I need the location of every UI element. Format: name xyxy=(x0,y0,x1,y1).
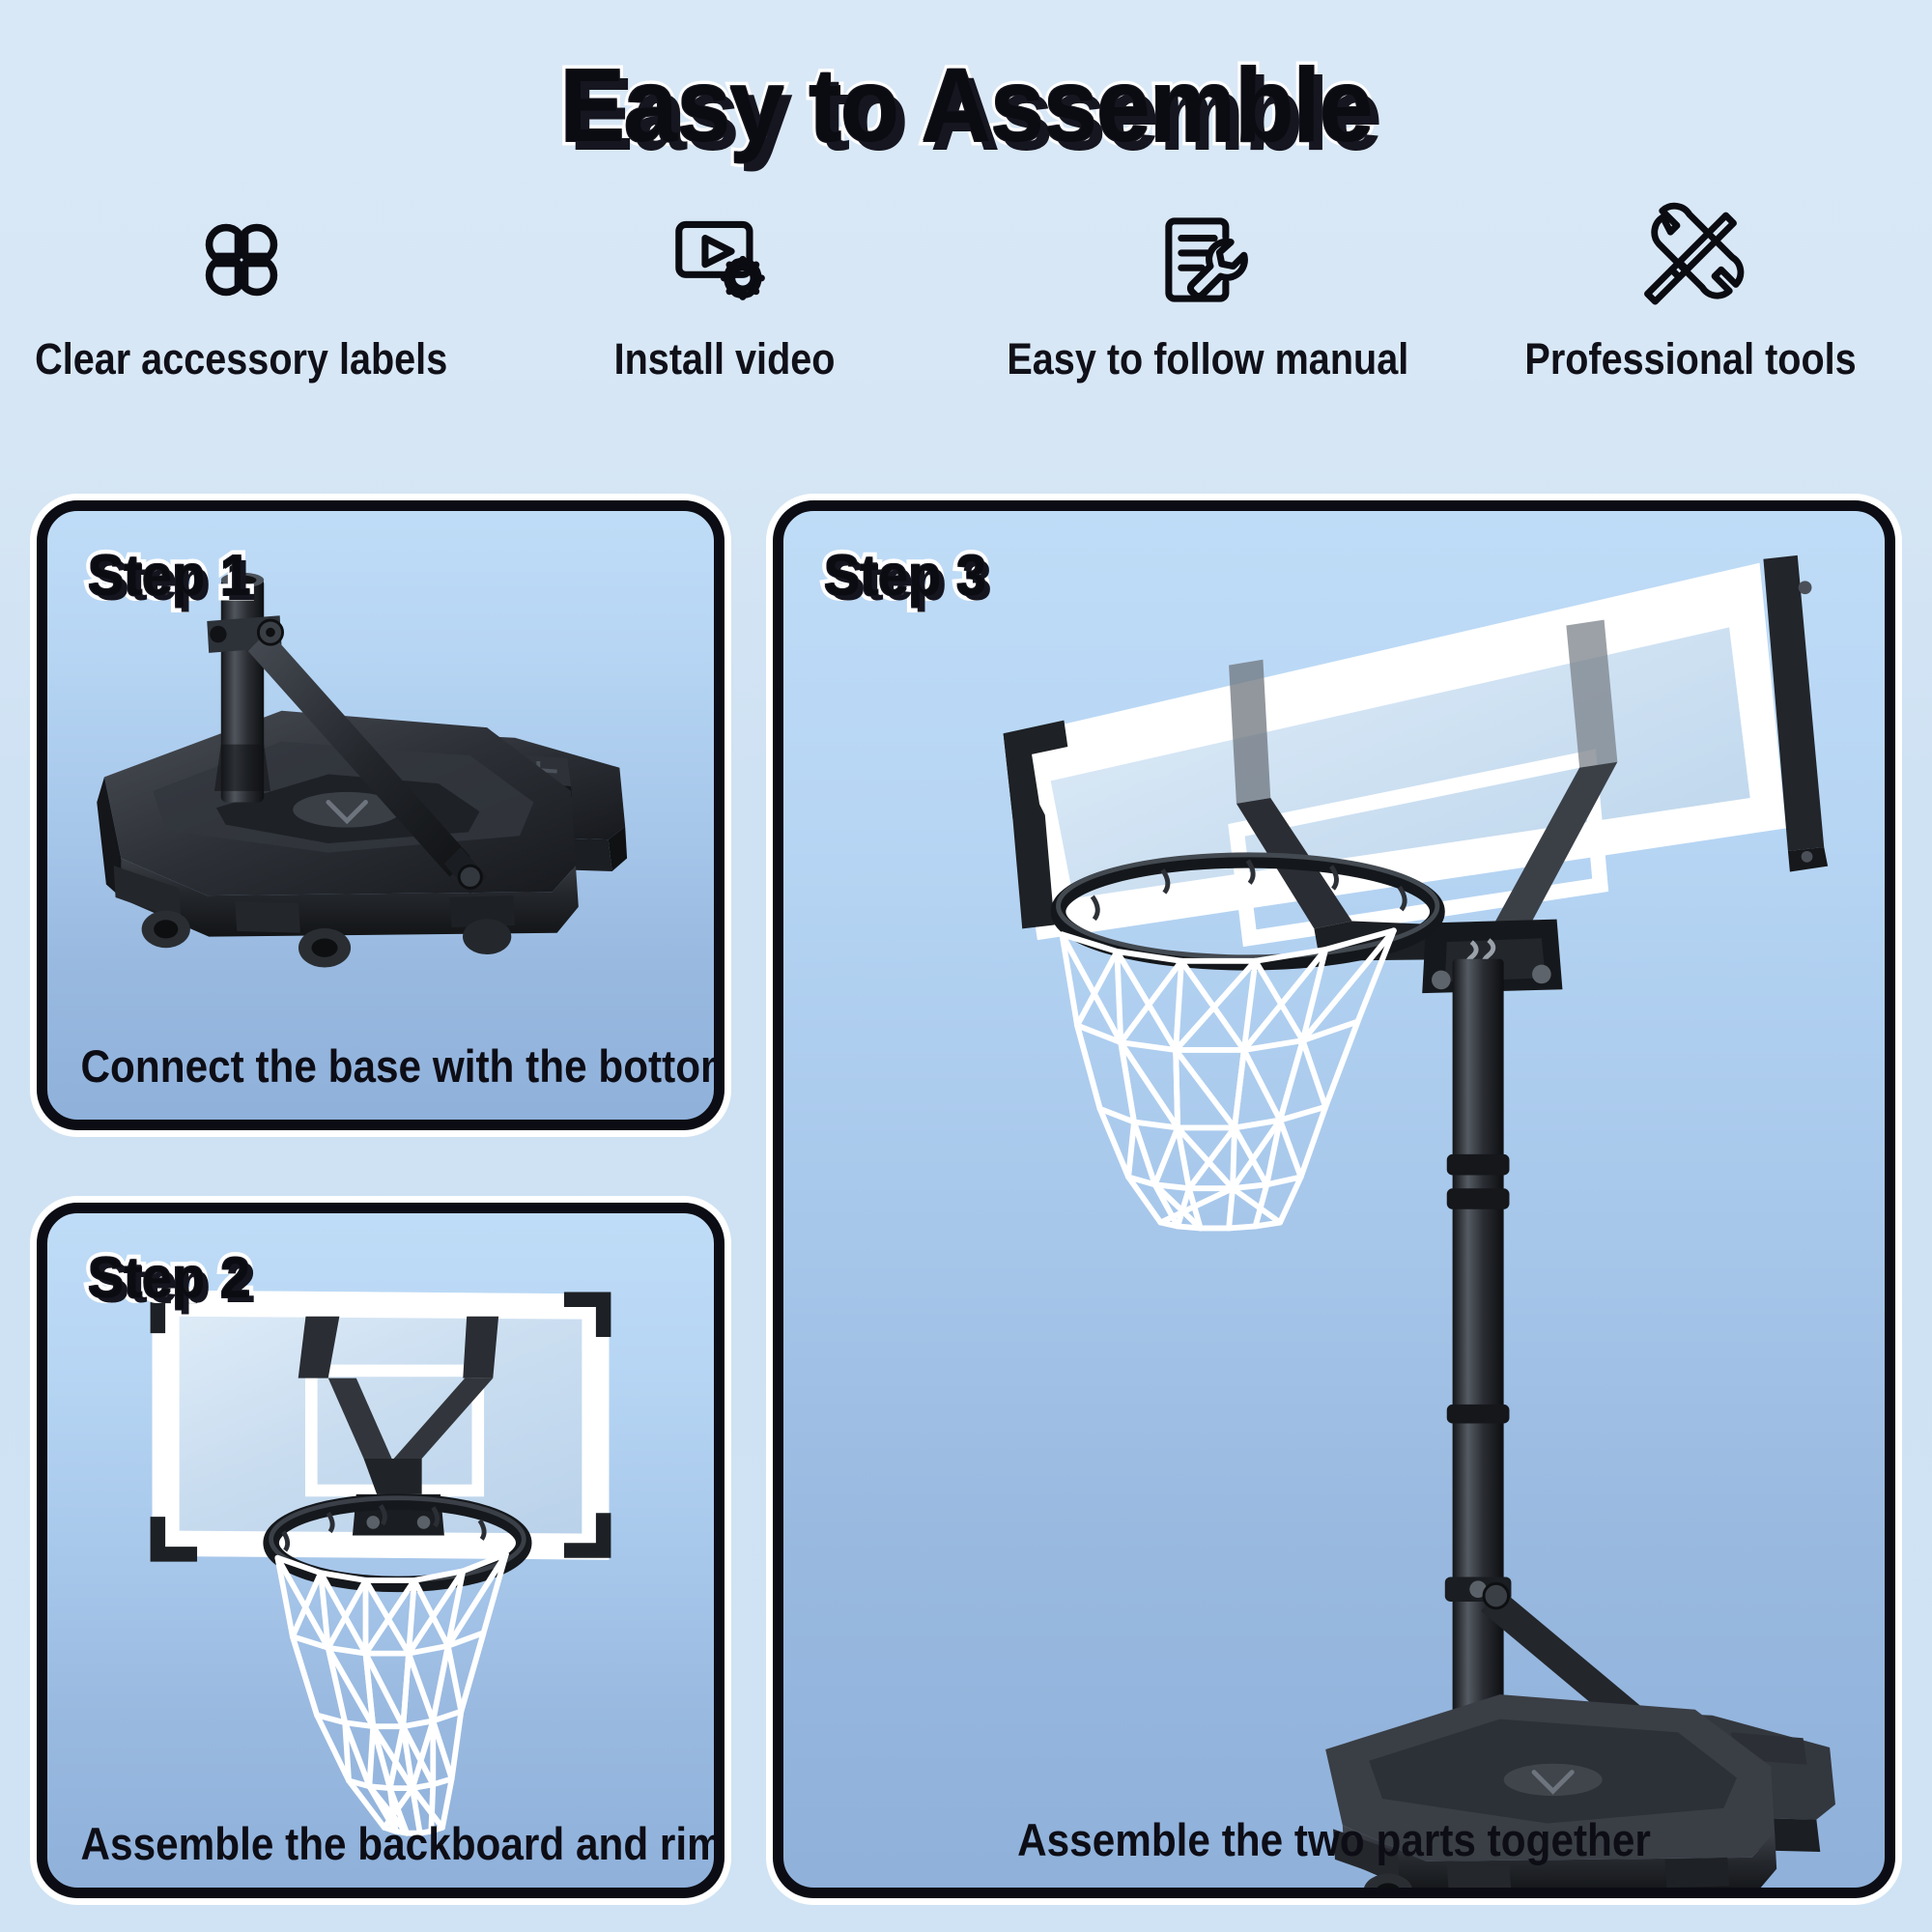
feature-clear-accessory-labels: Clear accessory labels xyxy=(0,201,483,384)
clover-label-icon xyxy=(185,201,298,317)
step-badge: Step 1 xyxy=(83,539,256,613)
step-caption: Assemble the two parts together xyxy=(1017,1814,1651,1865)
feature-professional-tools: Professional tools xyxy=(1449,201,1932,384)
feature-install-video: Install video xyxy=(483,201,966,384)
feature-label: Easy to follow manual xyxy=(1007,334,1408,384)
feature-easy-to-follow-manual: Easy to follow manual xyxy=(966,201,1449,384)
page-title-container: Easy to Assemble xyxy=(0,45,1932,164)
step-caption: Assemble the backboard and rim xyxy=(80,1818,724,1869)
video-gear-icon xyxy=(668,201,781,317)
feature-row: Clear accessory labels Install video Eas… xyxy=(0,201,1932,384)
step2-illustration-backboard-and-rim xyxy=(150,1288,611,1836)
feature-label: Clear accessory labels xyxy=(35,334,448,384)
wrench-screwdriver-icon xyxy=(1632,201,1749,317)
step-panel-1: Step 1 xyxy=(37,500,724,1130)
step3-illustration-full-hoop xyxy=(1003,554,1835,1888)
step-caption: Connect the base with the bottom tube xyxy=(80,1040,724,1092)
step-panel-3: Step 3 xyxy=(773,500,1895,1898)
feature-label: Install video xyxy=(613,334,836,384)
step-badge: Step 3 xyxy=(819,539,992,613)
manual-wrench-icon xyxy=(1151,201,1264,317)
feature-label: Professional tools xyxy=(1524,334,1857,384)
step-badge: Step 2 xyxy=(83,1241,256,1316)
step-panel-2: Step 2 xyxy=(37,1203,724,1898)
step1-illustration-base-with-bottom-tube xyxy=(97,572,628,968)
page-title: Easy to Assemble xyxy=(555,45,1377,164)
